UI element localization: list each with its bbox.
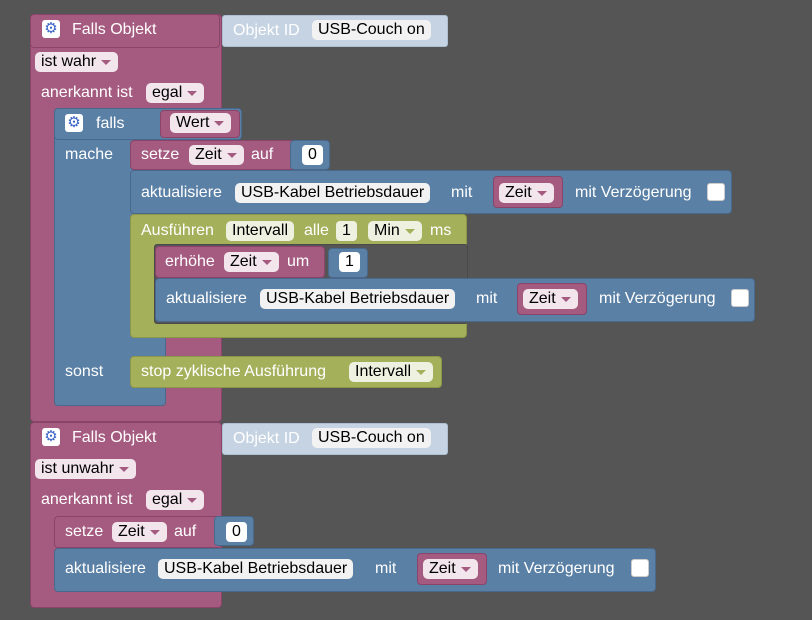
increase-label: erhöhe xyxy=(165,253,215,270)
update-block-1[interactable] xyxy=(130,170,732,214)
set-var-dropdown[interactable]: Zeit xyxy=(189,145,244,165)
interval-name[interactable]: Intervall xyxy=(226,221,295,241)
ack-dropdown[interactable]: egal xyxy=(146,490,205,510)
ms-label: ms xyxy=(430,222,452,239)
interval-value[interactable]: 1 xyxy=(336,221,357,241)
interval-label: Ausführen xyxy=(141,222,214,239)
delay-label: mit Verzögerung xyxy=(498,560,615,577)
set-label: setze xyxy=(65,523,104,540)
to-label: auf xyxy=(251,146,274,163)
set-label: setze xyxy=(141,146,180,163)
update-block-3[interactable] xyxy=(54,548,656,592)
increase-value[interactable]: 1 xyxy=(339,252,360,272)
object-id-value[interactable]: USB-Couch on xyxy=(312,428,431,448)
trigger-block-1-header[interactable] xyxy=(30,14,220,48)
update-target[interactable]: USB-Kabel Betriebsdauer xyxy=(260,289,456,309)
set-value[interactable]: 0 xyxy=(226,522,247,542)
interval-unit-dropdown[interactable]: Min xyxy=(368,221,422,241)
gear-icon[interactable]: ⚙ xyxy=(42,428,60,446)
stop-label: stop zyklische Ausführung xyxy=(141,363,326,380)
trigger-title: Falls Objekt xyxy=(72,21,157,38)
else-label: sonst xyxy=(65,363,104,380)
update-target[interactable]: USB-Kabel Betriebsdauer xyxy=(158,559,354,579)
update-label: aktualisiere xyxy=(65,560,146,577)
ack-label: anerkannt ist xyxy=(41,491,133,508)
with-label: mit xyxy=(451,184,473,201)
increase-var-dropdown[interactable]: Zeit xyxy=(224,252,279,272)
stop-interval-dropdown[interactable]: Intervall xyxy=(349,362,434,382)
object-id-value[interactable]: USB-Couch on xyxy=(312,20,431,40)
if-label: falls xyxy=(96,115,125,132)
every-label: alle xyxy=(304,222,329,239)
delay-checkbox[interactable] xyxy=(707,183,725,201)
with-label: mit xyxy=(476,290,498,307)
gear-icon[interactable]: ⚙ xyxy=(65,114,83,132)
object-id-label: Objekt ID xyxy=(233,22,300,39)
if-value-dropdown[interactable]: Wert xyxy=(170,113,232,133)
update-label: aktualisiere xyxy=(141,184,222,201)
gear-icon[interactable]: ⚙ xyxy=(42,20,60,38)
object-id-label: Objekt ID xyxy=(233,430,300,447)
update-target[interactable]: USB-Kabel Betriebsdauer xyxy=(235,183,431,203)
delay-checkbox[interactable] xyxy=(631,559,649,577)
trigger-title: Falls Objekt xyxy=(72,429,157,446)
to-label: auf xyxy=(174,523,197,540)
set-value[interactable]: 0 xyxy=(302,145,323,165)
update-var-dropdown[interactable]: Zeit xyxy=(523,289,578,309)
delay-checkbox[interactable] xyxy=(731,289,749,307)
ack-dropdown[interactable]: egal xyxy=(146,83,205,103)
by-label: um xyxy=(287,253,310,270)
do-label: mache xyxy=(65,146,114,163)
ack-label: anerkannt ist xyxy=(41,84,133,101)
condition-dropdown[interactable]: ist wahr xyxy=(35,52,119,72)
set-var-dropdown[interactable]: Zeit xyxy=(112,522,167,542)
condition-dropdown[interactable]: ist unwahr xyxy=(35,459,136,479)
increase-block[interactable] xyxy=(155,246,325,278)
update-var-dropdown[interactable]: Zeit xyxy=(499,183,554,203)
delay-label: mit Verzögerung xyxy=(599,290,716,307)
stop-block[interactable] xyxy=(130,356,442,388)
update-label: aktualisiere xyxy=(166,290,247,307)
delay-label: mit Verzögerung xyxy=(575,184,692,201)
with-label: mit xyxy=(375,560,397,577)
update-var-dropdown[interactable]: Zeit xyxy=(423,559,478,579)
